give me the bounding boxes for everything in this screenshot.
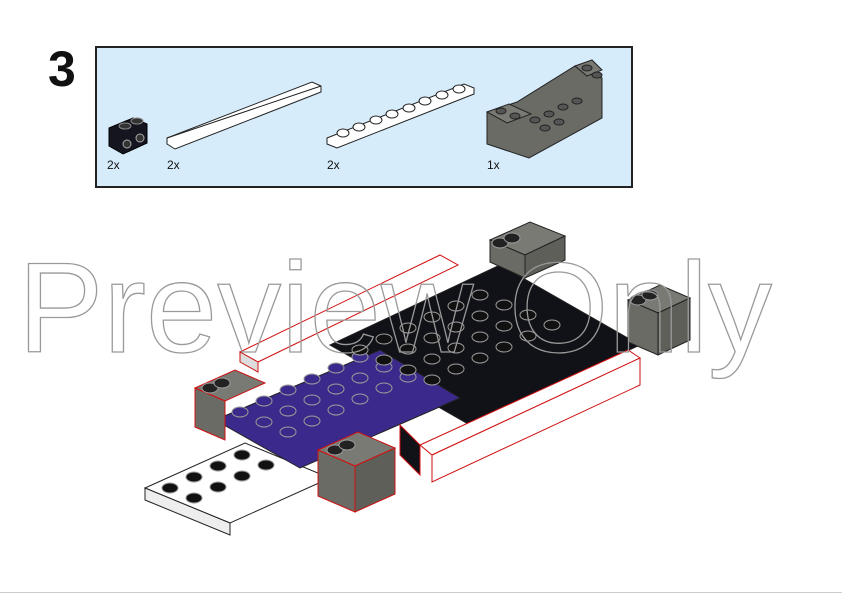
gray-brick-right xyxy=(626,284,692,356)
stud xyxy=(257,459,275,471)
black-plate-right-edge xyxy=(399,423,421,477)
stud xyxy=(303,394,321,406)
stud xyxy=(255,395,273,407)
stud xyxy=(471,331,489,343)
stud xyxy=(209,481,227,493)
stud xyxy=(327,404,345,416)
watermark-text: Preview Only xyxy=(18,237,772,380)
stud xyxy=(399,364,417,376)
stud xyxy=(399,343,417,355)
stud xyxy=(327,362,345,374)
stud xyxy=(375,354,393,366)
stud xyxy=(471,310,489,322)
stud xyxy=(185,492,203,504)
stud xyxy=(495,320,513,332)
white-tile-image xyxy=(166,81,322,150)
stud xyxy=(209,460,227,472)
stud xyxy=(447,342,465,354)
stud xyxy=(423,353,441,365)
gray-brick-image xyxy=(485,59,603,159)
stud xyxy=(375,333,393,345)
stud xyxy=(233,470,251,482)
page-bottom-rule xyxy=(0,592,842,593)
stud xyxy=(447,321,465,333)
stud xyxy=(351,393,369,405)
stud xyxy=(303,415,321,427)
stud xyxy=(447,363,465,375)
stud xyxy=(233,449,251,461)
stud xyxy=(491,237,509,249)
stud xyxy=(471,352,489,364)
stud xyxy=(327,383,345,395)
stud xyxy=(375,382,393,394)
gray-brick-back xyxy=(488,221,567,279)
stud xyxy=(503,232,521,244)
stud xyxy=(201,382,219,394)
bracket-image xyxy=(108,117,148,155)
stud xyxy=(338,439,356,451)
stud xyxy=(303,373,321,385)
white-plate-lower-left-side xyxy=(144,487,231,536)
gray-brick-front xyxy=(316,431,397,513)
part-qty: 1x xyxy=(487,158,500,172)
stud xyxy=(423,374,441,386)
stud xyxy=(423,311,441,323)
stud xyxy=(255,416,273,428)
stud xyxy=(423,332,441,344)
part-qty: 2x xyxy=(107,158,120,172)
stud xyxy=(519,309,537,321)
stud xyxy=(279,405,297,417)
step-number: 3 xyxy=(48,41,76,97)
stud xyxy=(447,300,465,312)
stud xyxy=(185,471,203,483)
white-tile-right-side xyxy=(431,357,641,483)
stud xyxy=(399,322,417,334)
parts-callout: 2x 2x 2x 1x xyxy=(95,46,633,188)
stud xyxy=(326,444,344,456)
stud xyxy=(231,406,249,418)
stud xyxy=(279,384,297,396)
white-tile-top-side xyxy=(239,351,259,373)
black-bracket-part xyxy=(108,59,603,159)
stud xyxy=(351,344,369,356)
stud xyxy=(471,289,489,301)
stud xyxy=(495,299,513,311)
stud xyxy=(279,426,297,438)
part-qty: 2x xyxy=(167,158,180,172)
stud xyxy=(495,341,513,353)
white-plate-image xyxy=(326,83,475,149)
part-qty: 2x xyxy=(327,158,340,172)
stud xyxy=(629,294,647,306)
stud xyxy=(641,289,659,301)
stud xyxy=(543,319,561,331)
stud xyxy=(161,482,179,494)
stud xyxy=(519,330,537,342)
stud xyxy=(351,372,369,384)
stud xyxy=(213,377,231,389)
